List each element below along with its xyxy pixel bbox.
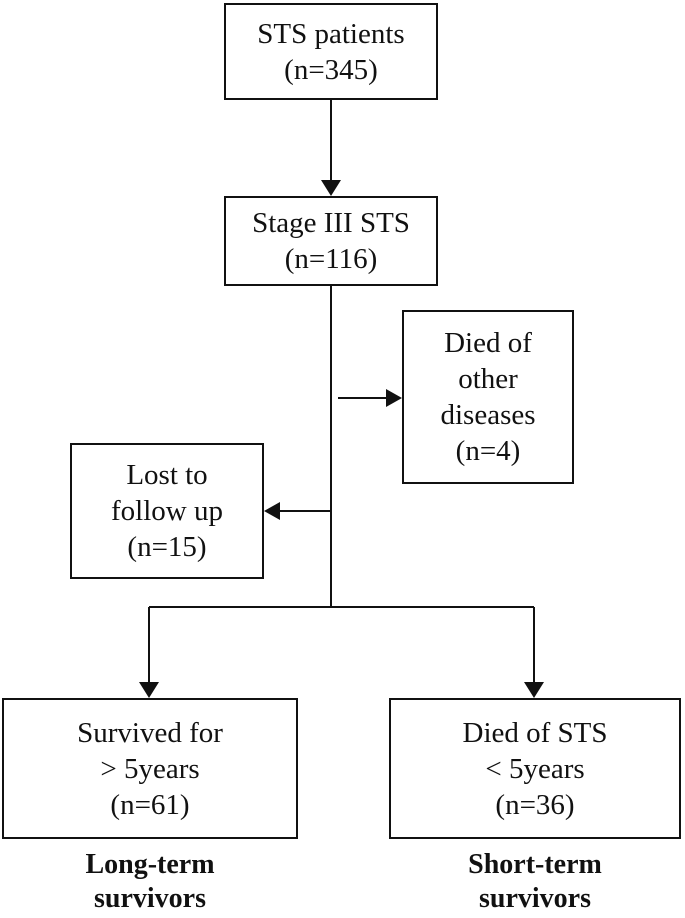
node-sts-patients: STS patients (n=345) xyxy=(224,3,438,100)
node-text-line: Lost to xyxy=(126,459,208,491)
node-died-of-sts: Died of STS < 5years (n=36) xyxy=(389,698,681,839)
node-died-other-diseases: Died of other diseases (n=4) xyxy=(402,310,574,484)
node-lost-to-follow-up: Lost to follow up (n=15) xyxy=(70,443,264,579)
node-text-line: Died of STS xyxy=(462,716,608,749)
arrowhead-stage3 xyxy=(321,180,341,196)
node-text-line: other xyxy=(458,363,518,395)
caption-line: Short-term xyxy=(468,849,602,880)
node-text-line: Survived for xyxy=(77,716,223,749)
node-text-line: STS patients xyxy=(257,17,405,50)
node-survived-5-years: Survived for > 5years (n=61) xyxy=(2,698,298,839)
caption-long-term-survivors: Long-term survivors xyxy=(0,848,300,916)
node-text-line: Stage III STS xyxy=(252,207,410,239)
arrowhead-lost-follow-up xyxy=(264,502,280,520)
caption-line: Long-term xyxy=(85,849,215,880)
node-text-line: follow up xyxy=(111,495,223,527)
node-text-line: (n=61) xyxy=(110,788,190,821)
arrowhead-died-other xyxy=(386,389,402,407)
arrowhead-died-sts xyxy=(524,682,544,698)
node-text-line: Died of xyxy=(444,327,532,359)
node-text-line: (n=345) xyxy=(284,53,378,86)
node-text-line: diseases xyxy=(440,399,536,431)
caption-line: survivors xyxy=(479,883,591,914)
caption-line: survivors xyxy=(94,883,206,914)
node-stage-iii: Stage III STS (n=116) xyxy=(224,196,438,286)
node-text-line: > 5years xyxy=(100,752,200,785)
node-text-line: (n=15) xyxy=(127,531,207,563)
node-text-line: (n=116) xyxy=(284,243,378,275)
arrowhead-survived xyxy=(139,682,159,698)
node-text-line: < 5years xyxy=(485,752,585,785)
caption-short-term-survivors: Short-term survivors xyxy=(385,848,685,916)
node-text-line: (n=4) xyxy=(455,435,521,467)
node-text-line: (n=36) xyxy=(495,788,575,821)
